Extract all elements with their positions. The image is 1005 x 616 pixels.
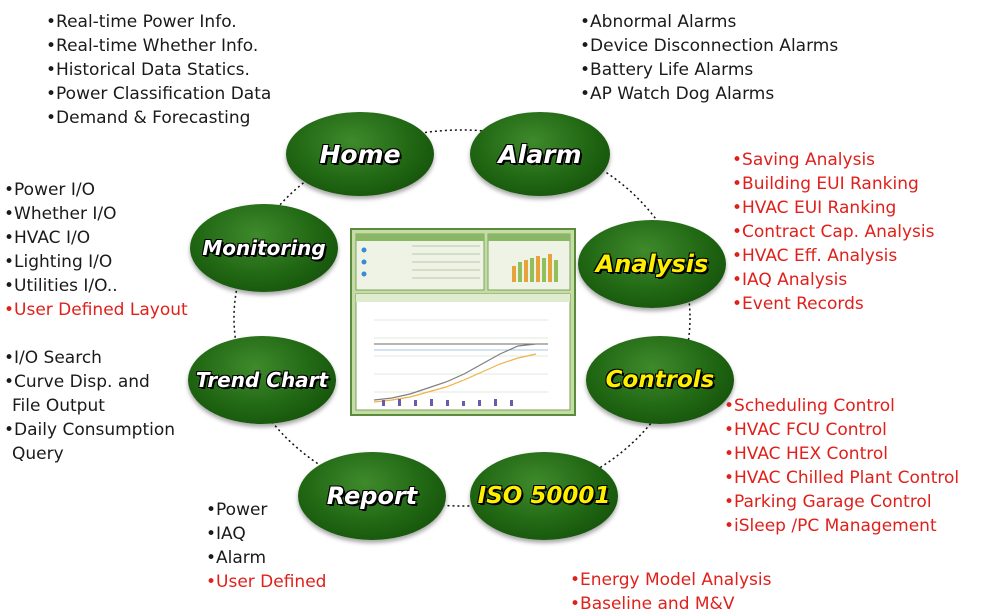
list-item: •AP Watch Dog Alarms <box>580 84 775 104</box>
list-item: •Abnormal Alarms <box>580 12 737 32</box>
list-item: •Contract Cap. Analysis <box>732 222 935 242</box>
list-item: •Energy Model Analysis <box>570 570 772 590</box>
trend-chart-node[interactable]: Trend Chart <box>188 336 336 424</box>
list-item: •Parking Garage Control <box>724 492 932 512</box>
iso-50001-feature-list: •Energy Model Analysis •Baseline and M&V <box>570 568 771 616</box>
report-node[interactable]: Report <box>298 452 446 540</box>
list-item: •Power <box>206 500 268 520</box>
analysis-node[interactable]: Analysis <box>578 220 726 308</box>
list-item: •Lighting I/O <box>4 252 113 272</box>
list-item: •HVAC FCU Control <box>724 420 887 440</box>
alarm-feature-list: •Abnormal Alarms •Device Disconnection A… <box>580 10 838 106</box>
controls-node[interactable]: Controls <box>586 336 734 424</box>
analysis-feature-list: •Saving Analysis •Building EUI Ranking •… <box>732 148 935 316</box>
list-item: •IAQ Analysis <box>732 270 848 290</box>
report-feature-list: •Power •IAQ •Alarm •User Defined <box>206 498 326 594</box>
report-label: Report <box>326 482 418 510</box>
home-feature-list: •Real-time Power Info. •Real-time Whethe… <box>46 10 271 130</box>
list-item: •Power Classification Data <box>46 84 272 104</box>
home-label: Home <box>319 139 401 169</box>
list-item: •Demand & Forecasting <box>46 108 251 128</box>
list-item: •IAQ <box>206 524 246 544</box>
list-item: •Baseline and M&V <box>570 594 735 614</box>
list-item: •I/O Search <box>4 348 102 368</box>
trend-chart-feature-list: •I/O Search •Curve Disp. and File Output… <box>4 346 175 466</box>
iso-50001-node[interactable]: ISO 50001 <box>470 452 618 540</box>
iso-50001-label: ISO 50001 <box>477 483 611 509</box>
controls-feature-list: •Scheduling Control •HVAC FCU Control •H… <box>724 394 959 538</box>
analysis-label: Analysis <box>595 250 709 278</box>
list-item: •Power I/O <box>4 180 95 200</box>
list-item: •HVAC I/O <box>4 228 91 248</box>
monitoring-node[interactable]: Monitoring <box>190 204 338 292</box>
list-item: •Building EUI Ranking <box>732 174 919 194</box>
alarm-node[interactable]: Alarm <box>470 112 610 196</box>
list-item: •Device Disconnection Alarms <box>580 36 839 56</box>
list-item: •HVAC Chilled Plant Control <box>724 468 960 488</box>
list-item: Query <box>12 444 64 464</box>
list-item: •Saving Analysis <box>732 150 876 170</box>
list-item: •Real-time Whether Info. <box>46 36 259 56</box>
monitoring-feature-list: •Power I/O •Whether I/O •HVAC I/O •Light… <box>4 178 188 322</box>
alarm-label: Alarm <box>498 139 582 169</box>
list-item: •HVAC Eff. Analysis <box>732 246 898 266</box>
list-item: •Whether I/O <box>4 204 117 224</box>
list-item: •Daily Consumption <box>4 420 176 440</box>
list-item: •Scheduling Control <box>724 396 895 416</box>
home-node[interactable]: Home <box>286 112 434 196</box>
list-item: •HVAC EUI Ranking <box>732 198 897 218</box>
list-item: File Output <box>12 396 105 416</box>
list-item: •Event Records <box>732 294 864 314</box>
list-item: •Battery Life Alarms <box>580 60 754 80</box>
list-item: •Utilities I/O.. <box>4 276 118 296</box>
list-item: •Real-time Power Info. <box>46 12 237 32</box>
list-item: •Curve Disp. and <box>4 372 150 392</box>
list-item: •iSleep /PC Management <box>724 516 937 536</box>
dashboard-thumbnail <box>350 228 576 416</box>
trend-chart-label: Trend Chart <box>195 368 329 392</box>
list-item: •User Defined <box>206 572 327 592</box>
list-item: •Historical Data Statics. <box>46 60 250 80</box>
monitoring-label: Monitoring <box>202 236 326 260</box>
list-item: •HVAC HEX Control <box>724 444 888 464</box>
controls-label: Controls <box>605 367 715 393</box>
list-item: •Alarm <box>206 548 267 568</box>
list-item: •User Defined Layout <box>4 300 188 320</box>
